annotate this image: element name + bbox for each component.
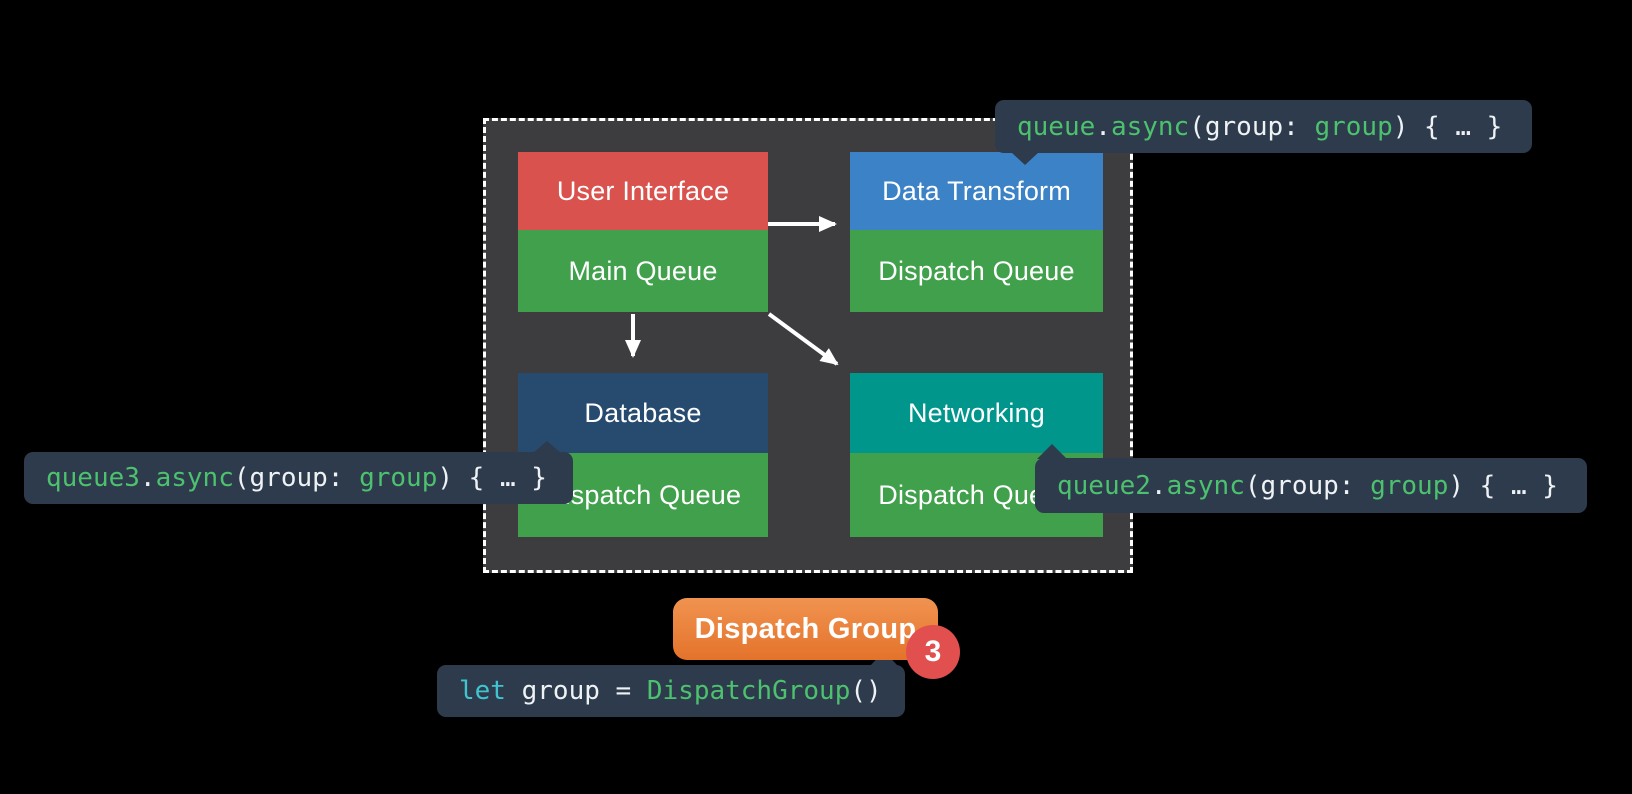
block-database-queue: Dispatch Queue (518, 453, 768, 537)
block-networking-title: Networking (850, 373, 1103, 453)
callout-queue2-async: queue2.async(group: group) { … } (1035, 444, 1587, 513)
block-data-transform: Data Transform Dispatch Queue (850, 152, 1103, 312)
code-group-declaration: let group = DispatchGroup() (459, 676, 882, 706)
block-data-transform-title: Data Transform (850, 152, 1103, 230)
block-user-interface: User Interface Main Queue (518, 152, 768, 312)
callout-queue-async: queue.async(group: group) { … } (995, 100, 1532, 165)
callout-queue3-async: queue3.async(group: group) { … } (24, 441, 573, 504)
code-queue-async: queue.async(group: group) { … } (1017, 111, 1503, 142)
code-queue2-async: queue2.async(group: group) { … } (1057, 470, 1558, 501)
dispatch-group-button: Dispatch Group (673, 598, 938, 660)
block-data-transform-queue: Dispatch Queue (850, 230, 1103, 312)
block-user-interface-queue: Main Queue (518, 230, 768, 312)
callout-group-declaration: let group = DispatchGroup() (437, 651, 905, 717)
block-database-title: Database (518, 373, 768, 453)
block-database: Database Dispatch Queue (518, 373, 768, 537)
block-user-interface-title: User Interface (518, 152, 768, 230)
code-queue3-async: queue3.async(group: group) { … } (46, 463, 547, 493)
count-badge: 3 (906, 625, 960, 679)
